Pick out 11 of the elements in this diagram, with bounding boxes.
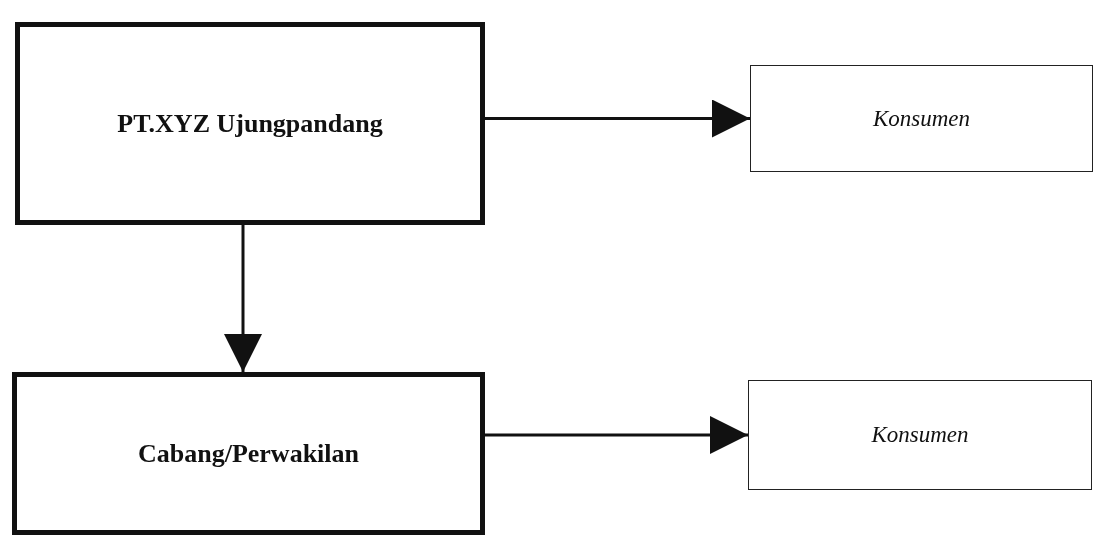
box-label: Konsumen — [872, 105, 971, 132]
box-label: Konsumen — [871, 422, 969, 448]
box-label: PT.XYZ Ujungpandang — [117, 108, 383, 139]
box-label: Cabang/Perwakilan — [138, 438, 359, 469]
process-box — [15, 22, 485, 225]
entity-box — [748, 380, 1092, 490]
process-box — [12, 372, 485, 535]
entity-box — [750, 65, 1093, 172]
arrow — [485, 99, 750, 138]
arrow — [485, 416, 748, 454]
arrow — [224, 225, 262, 372]
